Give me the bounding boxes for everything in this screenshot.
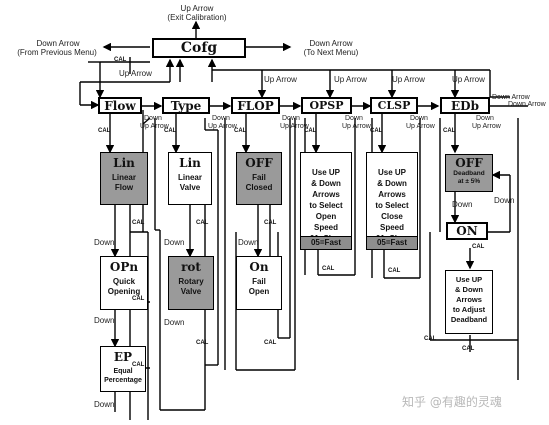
cal-label: CAL [264, 340, 277, 346]
option-code: OFF [455, 156, 483, 170]
cal-label: CAL [443, 128, 456, 134]
menu-clsp[interactable]: CLSP [370, 97, 418, 114]
down-label: Down [212, 115, 230, 122]
open-speed-fast: 05=Fast [301, 236, 351, 249]
down-label: Down [494, 196, 515, 205]
up-arrow-label: Up Arrow [452, 75, 485, 84]
option-code: rot [181, 260, 201, 274]
down-arrow-label: Down Arrow [508, 101, 546, 108]
cal-label: CAL [132, 362, 145, 368]
down-label: Down [144, 115, 162, 122]
option-desc: Linear Flow [111, 173, 136, 192]
option-desc: Deadband at ± 5% [453, 170, 485, 185]
cal-label: CAL [114, 57, 127, 63]
menu-flop[interactable]: FLOP [231, 97, 280, 114]
type-option-rotary[interactable]: rot Rotary Valve [168, 256, 214, 310]
cal-label: CAL [472, 244, 485, 250]
close-speed-fast: 05=Fast [367, 236, 417, 249]
exit-calibration-label: (Exit Calibration) [167, 13, 227, 22]
cal-label: CAL [264, 220, 277, 226]
option-code: On [249, 260, 269, 274]
option-code: Lin [179, 156, 201, 170]
config-box[interactable]: Cofg [152, 38, 246, 58]
up-arrow-label: Up Arrow [180, 4, 214, 13]
cal-label: CAL [388, 268, 401, 274]
menu-opsp[interactable]: OPSP [301, 97, 352, 114]
cal-label: CAL [424, 336, 437, 342]
option-desc: Quick Opening [107, 277, 141, 296]
up-arrow-label: Up Arrow [392, 75, 425, 84]
cal-label: CAL [322, 266, 335, 272]
close-speed-instructions: Use UP & Down Arrows to Select Close Spe… [375, 168, 409, 243]
open-speed-instructions: Use UP & Down Arrows to Select Open Spee… [309, 168, 343, 243]
option-code: EP [113, 350, 133, 364]
cal-label: CAL [462, 346, 475, 352]
cal-label: CAL [196, 340, 209, 346]
down-label: Down [238, 238, 259, 247]
flop-option-fail-open[interactable]: On Fail Open [236, 256, 282, 310]
down-arrow-label: Down Arrow [492, 94, 530, 101]
flow-option-equal-percentage[interactable]: EP Equal Percentage [100, 346, 146, 392]
option-code: OFF [245, 156, 273, 170]
arrow-label: Up Arrow [208, 123, 237, 130]
cal-label: CAL [164, 128, 177, 134]
arrow-label: Up Arrow [280, 123, 309, 130]
cal-label: CAL [234, 128, 247, 134]
down-label: Down [94, 316, 115, 325]
flow-option-quick-opening[interactable]: OPn Quick Opening [100, 256, 148, 310]
deadband-adjust-box[interactable]: Use UP & Down Arrows to Adjust Deadband [445, 270, 493, 334]
close-speed-box[interactable]: Use UP & Down Arrows to Select Close Spe… [366, 152, 418, 250]
up-arrow-label: Up Arrow [264, 75, 297, 84]
cal-label: CAL [196, 220, 209, 226]
down-label: Down [94, 238, 115, 247]
cal-label: CAL [132, 296, 145, 302]
down-label: Down [345, 115, 363, 122]
down-arrow-right-label: Down Arrow [309, 39, 353, 48]
menu-type[interactable]: Type [162, 97, 210, 114]
option-code: Lin [113, 156, 135, 170]
down-label: Down [476, 115, 494, 122]
down-arrow-left-label: Down Arrow [36, 39, 80, 48]
deadband-on-box[interactable]: ON [446, 222, 488, 240]
option-desc: Rotary Valve [178, 277, 204, 296]
type-option-linear[interactable]: Lin Linear Valve [168, 152, 212, 205]
option-code: OPn [109, 260, 139, 274]
menu-flow[interactable]: Flow [98, 97, 142, 114]
up-arrow-label: Up Arrow [119, 69, 152, 78]
deadband-off-box[interactable]: OFF Deadband at ± 5% [445, 154, 493, 192]
flop-option-fail-closed[interactable]: OFF Fail Closed [236, 152, 282, 205]
flow-option-linear[interactable]: Lin Linear Flow [100, 152, 148, 205]
option-desc: Fail Open [248, 277, 270, 296]
up-arrow-label: Up Arrow [334, 75, 367, 84]
down-label: Down [452, 200, 473, 209]
arrow-label: Up Arrow [472, 123, 501, 130]
down-label: Down [164, 238, 185, 247]
down-label: Down [410, 115, 428, 122]
cal-label: CAL [132, 220, 145, 226]
option-desc: Equal Percentage [104, 368, 142, 384]
option-desc: Linear Valve [177, 173, 202, 192]
down-label: Down [94, 400, 115, 409]
cal-label: CAL [304, 128, 317, 134]
option-desc: Fail Closed [245, 173, 273, 192]
down-label: Down [282, 115, 300, 122]
cal-label: CAL [370, 128, 383, 134]
down-label: Down [164, 318, 185, 327]
watermark: 知乎 @有趣的灵魂 [402, 395, 502, 409]
to-next-menu-label: (To Next Menu) [303, 48, 359, 57]
cal-label: CAL [98, 128, 111, 134]
arrow-label: Up Arrow [406, 123, 435, 130]
arrow-label: Up Arrow [342, 123, 371, 130]
from-previous-menu-label: (From Previous Menu) [17, 48, 97, 57]
arrow-label: Up Arrow [140, 123, 169, 130]
menu-edb[interactable]: EDb [440, 97, 490, 114]
open-speed-box[interactable]: Use UP & Down Arrows to Select Open Spee… [300, 152, 352, 250]
